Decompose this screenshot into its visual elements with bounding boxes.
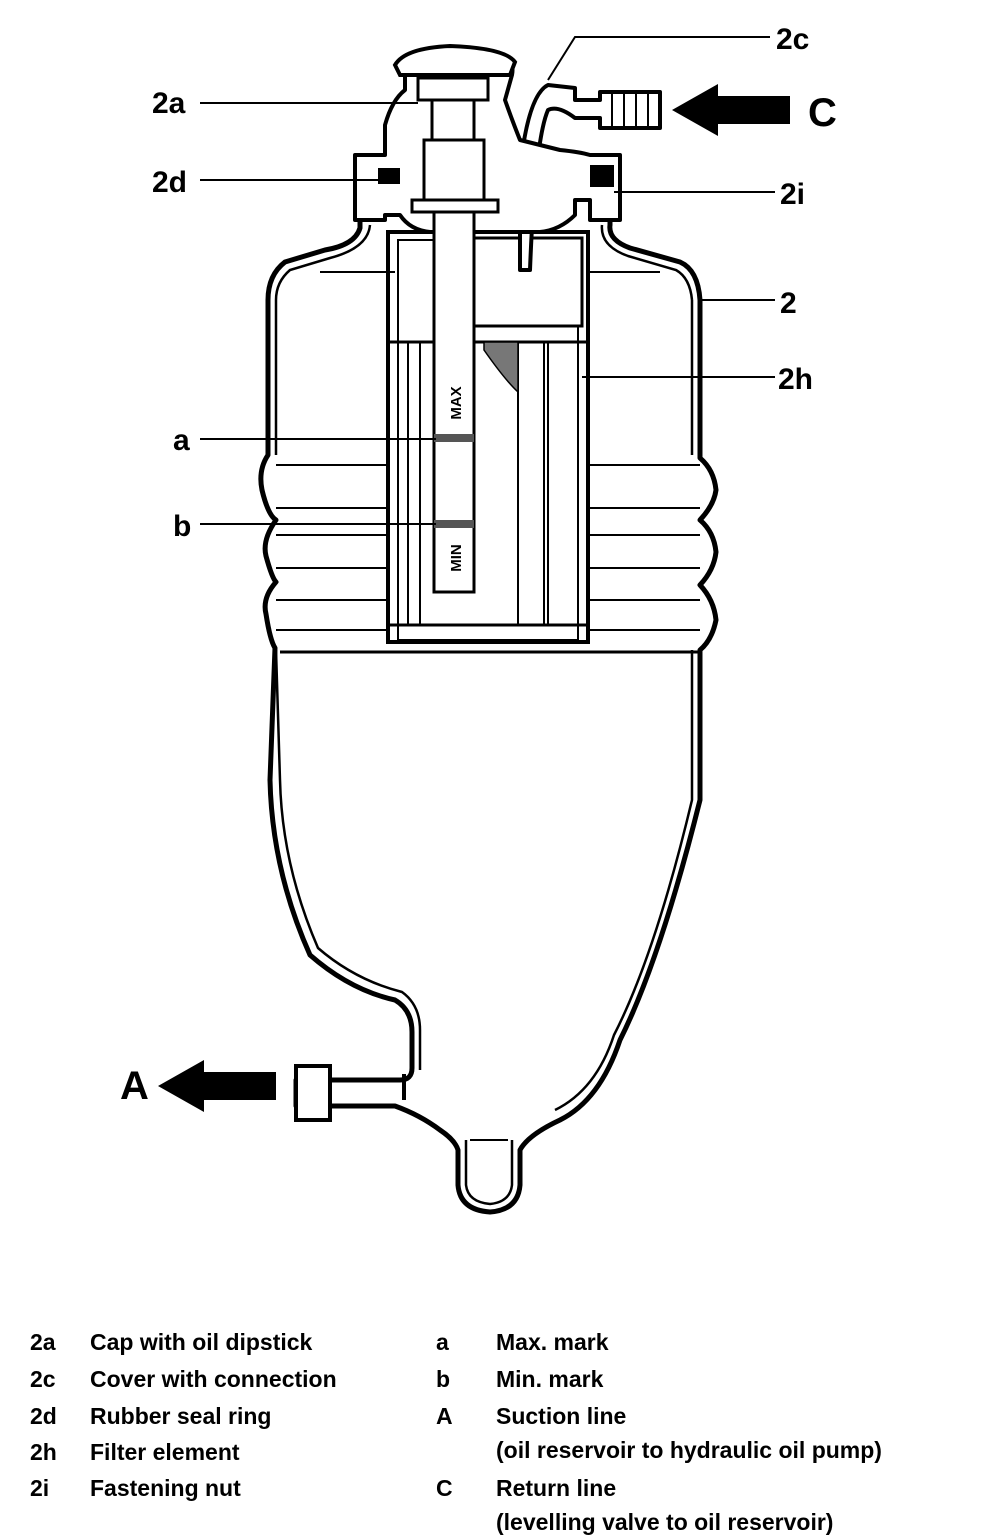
legend-text: (oil reservoir to hydraulic oil pump) [496,1437,882,1463]
legend-text: Fastening nut [90,1475,241,1501]
legend-code: 2c [30,1366,56,1392]
legend-code: b [436,1366,451,1392]
legend-code: a [436,1329,449,1355]
oil-reservoir-diagram: MAX MIN 2a 2d 2c 2i 2 2h a b C A [120,23,837,1215]
fastening-nut [590,165,614,187]
callout-2c: 2c [776,23,809,56]
reservoir-body-outline [258,212,719,1215]
rubber-seal-ring [378,168,400,184]
suction-outlet [294,1064,406,1122]
legend: 2a Cap with oil dipstick 2c Cover with c… [0,1320,992,1538]
suction-line-arrow [158,1060,276,1112]
callout-b: b [173,510,191,543]
callout-2d: 2d [152,166,187,199]
leader-lines [200,36,775,525]
dipstick: MAX MIN [432,210,476,594]
callout-2i: 2i [780,178,805,211]
return-fitting-threads [611,92,649,128]
callout-2a: 2a [152,87,186,120]
legend-text: Cap with oil dipstick [90,1329,313,1355]
body-ribs [276,271,700,654]
return-line-arrow [672,84,790,136]
cap-details [410,76,500,214]
legend-code: A [436,1403,453,1429]
cap-with-dipstick [392,43,518,77]
legend-code: 2i [30,1475,50,1501]
callout-a: a [173,424,190,457]
legend-text: (levelling valve to oil reservoir) [496,1509,834,1535]
legend-text: Suction line [496,1403,627,1429]
callout-C: C [808,91,837,135]
legend-text: Max. mark [496,1329,609,1355]
legend-text: Rubber seal ring [90,1403,272,1429]
callout-2: 2 [780,287,797,320]
min-mark-label: MIN [448,544,465,572]
legend-code: 2h [30,1439,57,1465]
legend-text: Cover with connection [90,1366,337,1392]
legend-code: C [436,1475,453,1501]
legend-text: Min. mark [496,1366,604,1392]
legend-text: Return line [496,1475,617,1501]
legend-text: Filter element [90,1439,240,1465]
reservoir-inner-wall [274,224,694,1206]
callout-2h: 2h [778,363,813,396]
legend-code: 2d [30,1403,57,1429]
max-mark-label: MAX [448,386,465,419]
callout-A: A [120,1064,149,1108]
legend-code: 2a [30,1329,56,1355]
filter-element [386,230,590,644]
